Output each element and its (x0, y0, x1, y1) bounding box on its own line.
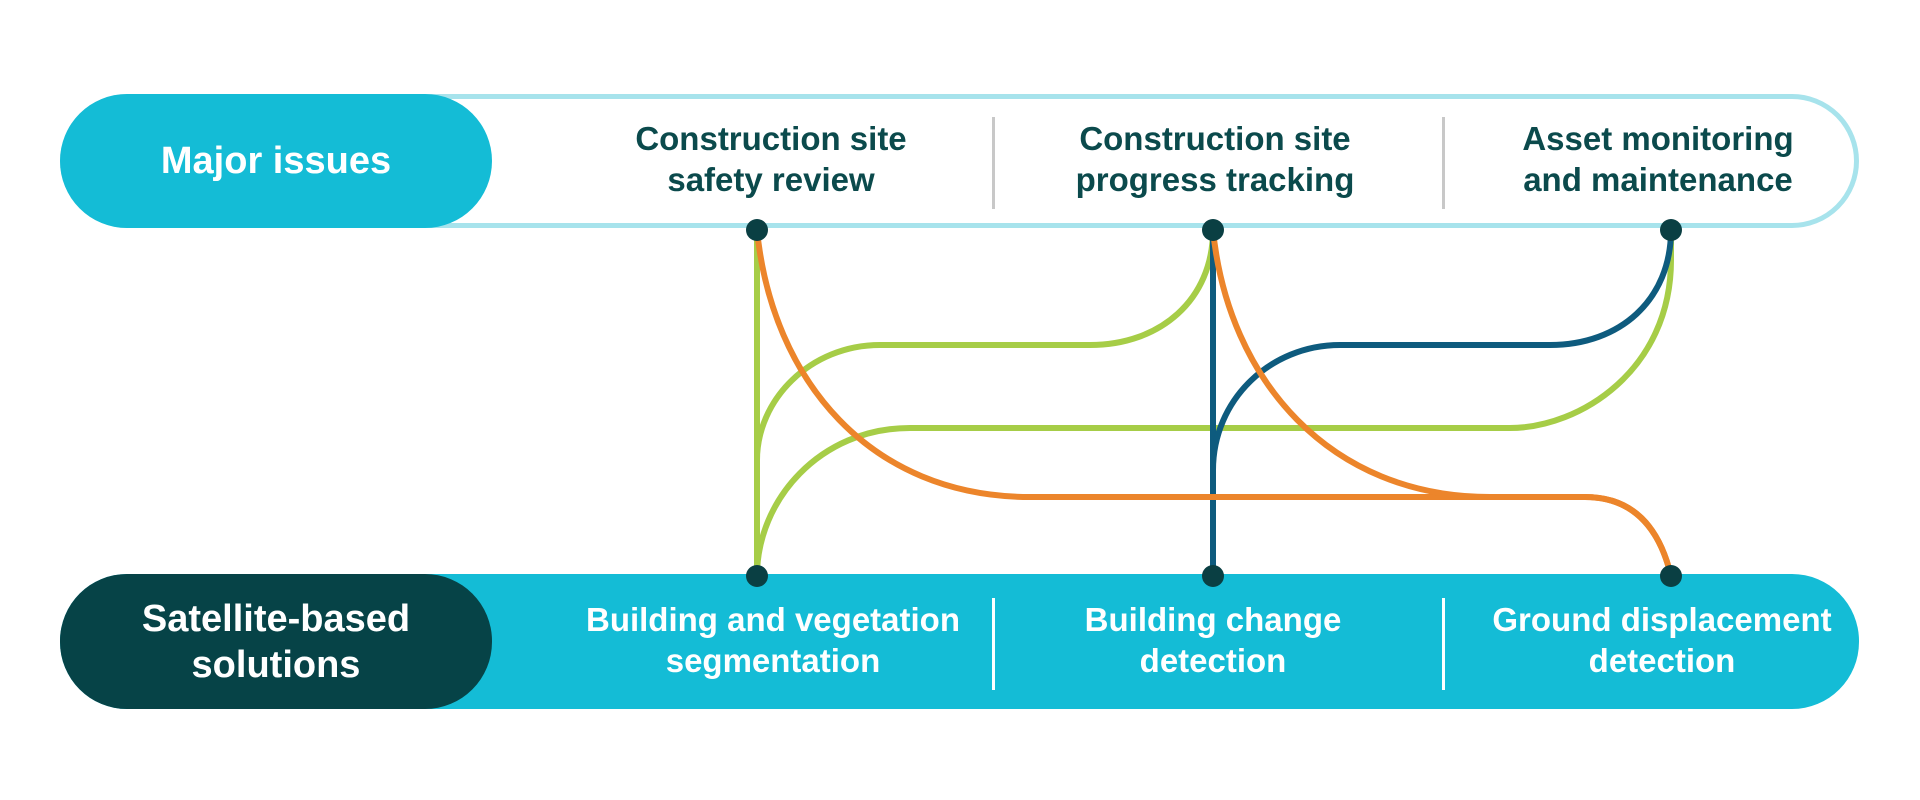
issue-node-progress-tracking (1202, 219, 1224, 241)
issues-divider (992, 117, 995, 209)
solutions-divider (1442, 598, 1445, 690)
solution-label-change-detection: Building change detection (1084, 601, 1342, 679)
connector-progress-to-displacement (1210, 227, 1674, 579)
issue-node-safety-review (746, 219, 768, 241)
solutions-divider (992, 598, 995, 690)
issue-label-asset-monitoring: Asset monitoring and maintenance (1522, 120, 1794, 198)
issue-label-progress-tracking: Construction site progress tracking (1075, 120, 1355, 198)
connector-asset-to-change-detection (1210, 227, 1674, 579)
solution-node-change-detection (1202, 565, 1224, 587)
solution-node-displacement (1660, 565, 1682, 587)
connector-progress-to-segmentation (754, 227, 1216, 579)
solution-node-segmentation (746, 565, 768, 587)
issues-header: Major issues (160, 139, 392, 182)
issues-header-pill: Major issues (60, 94, 492, 228)
connector-asset-to-segmentation (754, 227, 1674, 579)
issue-label-safety-review: Construction site safety review (635, 120, 907, 198)
issue-node-asset-monitoring (1660, 219, 1682, 241)
solutions-header: Satellite-based solutions (141, 597, 411, 686)
solutions-header-pill: Satellite-based solutions (60, 574, 492, 709)
solution-label-segmentation: Building and vegetation segmentation (585, 601, 960, 679)
solution-label-displacement-detection: Ground displacement detection (1492, 601, 1832, 679)
issues-divider (1442, 117, 1445, 209)
